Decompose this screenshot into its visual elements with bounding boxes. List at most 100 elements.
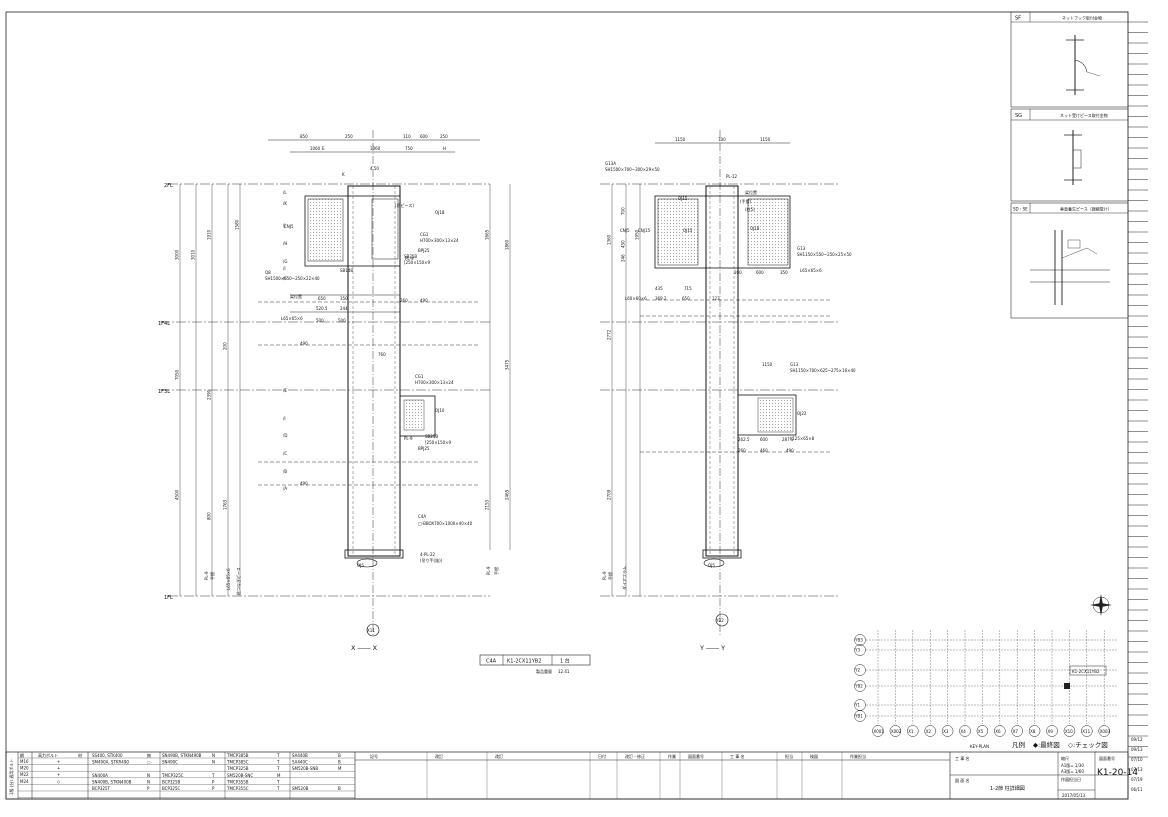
member-label: CG1	[415, 374, 424, 379]
level-marker: /D	[283, 433, 287, 438]
material-cell: SS400, STK400	[92, 753, 123, 758]
key-plan-y-grid: Y1	[854, 703, 860, 708]
revision-number: 06/11	[1131, 787, 1143, 792]
material-cell: TMCP355B	[226, 779, 249, 784]
level-marker: /L	[283, 190, 287, 195]
material-cell: N	[147, 779, 150, 784]
side-note: 手摺	[493, 567, 499, 575]
material-cell: SA440C	[292, 760, 308, 765]
sub-dim: 287.5	[782, 437, 794, 442]
sub-dim: 600	[760, 437, 768, 442]
dim-vertical: 1910	[207, 229, 212, 240]
material-cell: TMCP355C	[226, 786, 249, 791]
dim-vertical: 700	[621, 207, 626, 215]
member-label: OJ15	[678, 196, 688, 201]
drawing-title: 1-2節 柱詳細図	[990, 785, 1025, 792]
sub-dim: 244	[340, 306, 348, 311]
member-label: SB25B	[404, 254, 417, 259]
revision-number: 09/12	[1131, 737, 1143, 742]
sub-dim: 490	[300, 341, 308, 346]
key-plan-x-grid: X1	[908, 729, 914, 734]
detail-sf-box: SF ネットフック取付金物	[1010, 11, 1129, 108]
sub-dim: 500	[316, 318, 324, 323]
dim-vertical: 2772	[607, 329, 612, 340]
level-marker: /G	[283, 259, 287, 264]
sub-dim: 200	[734, 270, 742, 275]
member-label: L65×65×6	[800, 268, 822, 273]
material-cell: TMCP385B	[226, 753, 249, 758]
member-label: CNJ15	[638, 228, 651, 233]
dim-top: 1060	[310, 146, 321, 151]
dim-vertical: 1665	[485, 229, 490, 240]
key-plan-column-marker	[1064, 683, 1070, 689]
key-plan-x-grid: X10	[1065, 729, 1073, 734]
bolt-symbol: +	[57, 766, 60, 771]
mat-header: 高力ボルト	[38, 752, 58, 758]
revision-header: 検図	[810, 753, 818, 759]
revision-number: 07/19	[1131, 777, 1143, 782]
member-label: OJ5	[357, 563, 364, 568]
member-label: SH1150×700×625~275×16×40	[790, 368, 856, 373]
dim-vertical: 7050	[175, 369, 180, 380]
sub-dim: 600	[756, 270, 764, 275]
material-cell: N	[212, 760, 215, 765]
material-cell: SM490A, STKR490	[92, 760, 129, 765]
revision-number: 07/10	[1131, 757, 1143, 762]
scale-label: 縮尺	[1061, 755, 1069, 761]
revision-header: 作業担当	[850, 753, 866, 759]
level-marker: /H	[283, 241, 287, 246]
member-label: (手摺)	[740, 198, 752, 204]
bolt-size: M20	[20, 766, 29, 771]
sub-dim: 350	[340, 296, 348, 301]
dim-vertical: 2709	[607, 489, 612, 500]
level-marker: /A	[283, 486, 287, 491]
sheet-border	[5, 11, 1129, 800]
key-plan-x-grid: X7	[1013, 729, 1019, 734]
member-label: OJ15	[683, 228, 693, 233]
key-plan-y-grid: Y2	[854, 668, 860, 673]
sub-dim: 460	[760, 448, 768, 453]
sub-dim: 490	[786, 448, 794, 453]
legend-final: ◆:最終図	[1033, 740, 1060, 749]
member-mark: C4A	[486, 659, 497, 665]
member-label: G13A	[605, 161, 616, 166]
material-cell: N	[212, 753, 215, 758]
member-label: CNJ5	[620, 228, 630, 233]
mat-side-label: 1版 (分) 適用ボルト	[8, 759, 14, 795]
sub-dim: 500	[338, 318, 346, 323]
member-label: 梁位置	[290, 293, 302, 299]
material-cell: SN400A	[92, 773, 108, 778]
grid-yb2: YB2	[715, 618, 724, 623]
sub-dim: 715	[684, 286, 692, 291]
material-cell: B	[338, 786, 341, 791]
level-marker: /F	[283, 276, 287, 281]
sub-dim: 369.2	[655, 296, 667, 301]
member-label: 梁位置	[745, 189, 757, 195]
material-cell: ○	[147, 760, 151, 765]
revision-header: 作業	[668, 753, 676, 759]
material-cell: SN400B, STKN400B	[92, 779, 132, 784]
member-label: SH1150×550~250×25×50	[797, 252, 852, 257]
dim-top: 4.50	[370, 166, 379, 171]
sub-dim: 1150	[762, 362, 773, 367]
author-label: 作図担当日	[1061, 776, 1081, 782]
side-note: 柱つなぎピース	[235, 567, 241, 595]
member-label: G13	[797, 246, 806, 251]
revision-number: 09/13	[1131, 747, 1143, 752]
material-cell: P	[212, 786, 215, 791]
member-label: (柱5)	[745, 206, 755, 212]
detail-sf-tag: SF	[1015, 16, 1021, 22]
key-plan-x-grid: X5	[978, 729, 984, 734]
material-cell: SM520B	[292, 786, 309, 791]
floor-1fl: 1FL	[164, 595, 173, 601]
sub-dim: 435	[655, 286, 663, 291]
revision-header: 図面番号	[688, 753, 704, 759]
member-label: L60×60×6	[625, 296, 647, 301]
dim-vertical: 2465	[505, 489, 510, 500]
revision-header: 改訂・修正	[625, 753, 645, 759]
material-cell: BCP325B	[162, 779, 181, 784]
dim-top: 250	[345, 134, 353, 139]
member-label: SH1500×700~300×29×50	[605, 167, 660, 172]
member-label: [250×150×9	[404, 260, 431, 265]
material-cell: P	[212, 779, 215, 784]
